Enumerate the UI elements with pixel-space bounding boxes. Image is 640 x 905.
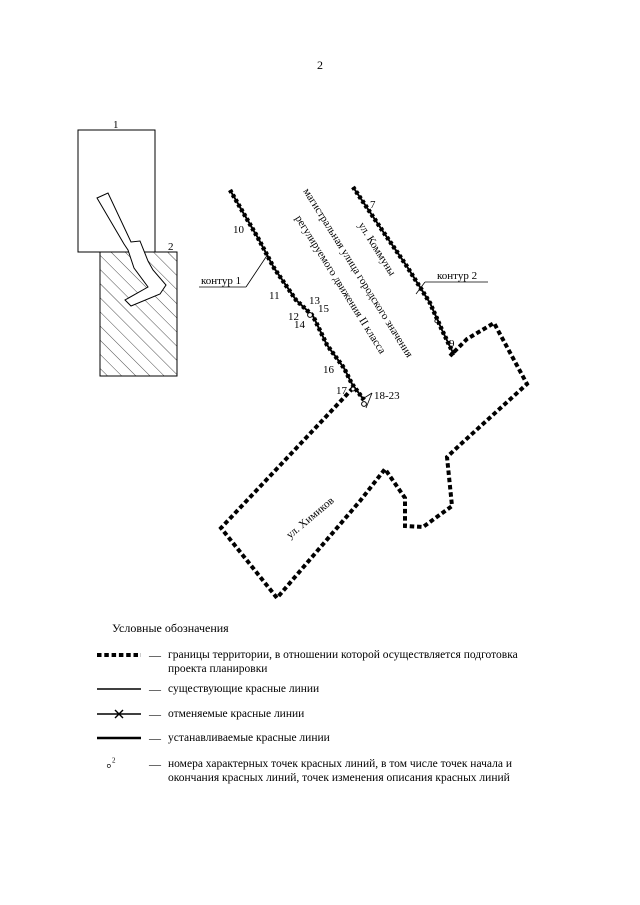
red-line-contour-1-dots	[228, 188, 366, 402]
contour-1-leader	[245, 253, 269, 288]
legend-text-established-red-line: устанавливаемые красные линии	[168, 732, 330, 744]
point-18-23-leader-b	[365, 392, 373, 409]
street-khimikov-label: ул. Химиков	[284, 495, 336, 542]
legend-dash: —	[149, 682, 161, 696]
legend-text-characteristic-point: номера характерных точек красных линий, …	[168, 758, 512, 784]
legend-text-existing-red-line: существующие красные линии	[168, 683, 320, 695]
point-label-9: 9	[449, 338, 455, 350]
legend-item-cancelled-red-line: — отменяемые красные линии	[96, 707, 528, 721]
point-label-16: 16	[323, 364, 335, 376]
contour-2-label: контур 2	[437, 270, 477, 282]
point-label-12: 12	[288, 311, 299, 323]
point-label-11: 11	[269, 290, 280, 302]
point-label-14: 14	[294, 319, 306, 331]
legend-text-territory-boundary: границы территории, в отношении которой …	[168, 649, 518, 675]
point-label-8: 8	[434, 314, 440, 326]
point-marker-17	[350, 386, 356, 392]
legend-item-existing-red-line: — существующие красные линии	[96, 682, 528, 696]
legend-item-established-red-line: — устанавливаемые красные линии	[96, 731, 528, 745]
street-kommuny-line-1: магистральная улица городского значения	[300, 186, 415, 359]
legend-dash: —	[149, 731, 161, 745]
existing-red-line-symbol	[97, 688, 141, 690]
legend-item-territory-boundary: — границы территории, в отношении которо…	[96, 648, 528, 676]
point-label-15: 15	[318, 303, 330, 315]
inset-label-bottom: 2	[168, 241, 174, 253]
characteristic-point-symbol: 2	[106, 757, 116, 768]
legend-item-characteristic-point: 2 — номера характерных точек красных лин…	[96, 757, 528, 785]
point-label-7: 7	[370, 199, 376, 211]
contour-2-leader	[415, 281, 426, 295]
contour-1-label: контур 1	[201, 275, 241, 287]
inset-label-top: 1	[113, 119, 119, 131]
territory-boundary-symbol	[97, 653, 141, 657]
cancelled-red-line-symbol	[97, 709, 141, 719]
point-symbol-number: 2	[112, 757, 116, 765]
point-label-17: 17	[336, 385, 348, 397]
legend-title: Условные обозначения	[112, 621, 229, 635]
territory-boundary	[218, 320, 530, 600]
established-red-line-symbol	[97, 736, 141, 740]
planning-map: 1 2 контур 1 контур 2 7 8 9 10 11 12 13 …	[77, 119, 530, 600]
point-label-18-23: 18-23	[374, 390, 400, 402]
legend-dash: —	[149, 648, 161, 662]
page-number: 2	[317, 58, 323, 72]
point-18-23-leader-a	[360, 392, 373, 401]
point-label-10: 10	[233, 224, 245, 236]
legend-dash: —	[149, 757, 161, 771]
legend-dash: —	[149, 707, 161, 721]
inset-road-shape	[96, 192, 167, 307]
red-line-contour-2-dots	[351, 185, 457, 356]
point-marker-12	[307, 312, 313, 318]
point-marker-18-23	[361, 401, 367, 407]
point-label-13: 13	[309, 295, 321, 307]
key-inset: 1 2	[77, 119, 178, 377]
inset-frame-1	[77, 129, 156, 253]
legend-text-cancelled-red-line: отменяемые красные линии	[168, 708, 305, 720]
